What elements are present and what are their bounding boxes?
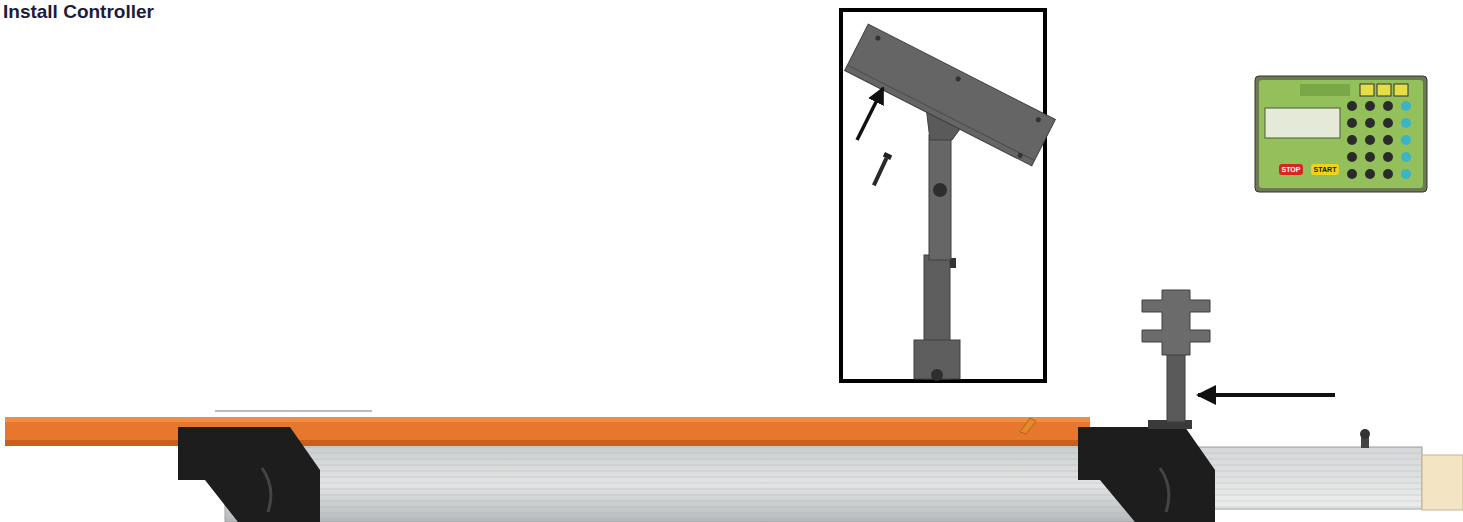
direction-arrow [857, 88, 883, 140]
keypad-key [1383, 101, 1393, 111]
keypad-key [1401, 101, 1411, 111]
keypad-key [1383, 118, 1393, 128]
keypad-key [1347, 101, 1357, 111]
keypad-key [1365, 118, 1375, 128]
keypad-key [1383, 152, 1393, 162]
direction-arrow [1198, 393, 1335, 397]
fence-extrusion [225, 445, 1150, 522]
keypad-key [1401, 135, 1411, 145]
start-button: START [1311, 164, 1340, 175]
lock-lever [1020, 418, 1036, 434]
controller [1255, 76, 1427, 192]
keypad-key [1347, 118, 1357, 128]
keypad-key [1347, 169, 1357, 179]
keypad-key [1383, 135, 1393, 145]
keypad-key [1365, 169, 1375, 179]
keypad-key [1365, 101, 1375, 111]
keypad-key [1401, 118, 1411, 128]
keypad-key [1365, 152, 1375, 162]
keypad-key [1365, 135, 1375, 145]
keypad-key [1401, 152, 1411, 162]
stop-button: STOP [1279, 164, 1304, 175]
keypad-key [1347, 135, 1357, 145]
orange-fence [5, 411, 1090, 446]
title: Install Controller [3, 1, 154, 23]
end-bracket [1078, 427, 1215, 522]
end-bracket [178, 427, 320, 522]
keypad-key [1347, 152, 1357, 162]
keypad-key [1401, 169, 1411, 179]
keypad-key [1383, 169, 1393, 179]
controller-post [1142, 290, 1210, 429]
detail-inset [841, 10, 1055, 381]
